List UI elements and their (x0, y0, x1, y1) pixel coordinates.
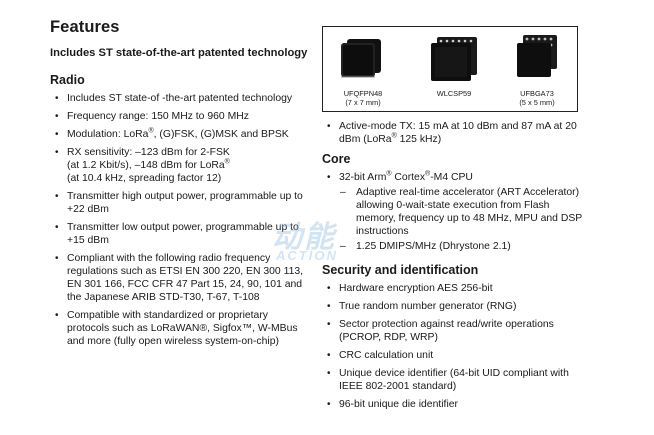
core-list: 32-bit Arm® Cortex®-M4 CPU Adaptive real… (322, 171, 584, 253)
list-item: True random number generator (RNG) (322, 300, 584, 313)
features-title: Features (50, 18, 120, 36)
core-sublist: Adaptive real-time accelerator (ART Acce… (339, 186, 584, 253)
list-item: Includes ST state-of -the-art patented t… (50, 92, 308, 105)
security-title: Security and identification (322, 263, 479, 277)
list-item: RX sensitivity: –123 dBm for 2-FSK (at 1… (50, 146, 308, 185)
list-item: Transmitter low output power, programmab… (50, 221, 308, 247)
left-column: Features Includes ST state-of-the-art pa… (50, 18, 308, 353)
package-wlcsp59: WLCSP59 (419, 31, 489, 98)
right-column: UFQFPN48 (7 x 7 mm) WLCSP59 (322, 26, 584, 416)
package-images: UFQFPN48 (7 x 7 mm) WLCSP59 (322, 26, 578, 112)
radio-list: Includes ST state-of -the-art patented t… (50, 92, 308, 348)
list-item: Modulation: LoRa®, (G)FSK, (G)MSK and BP… (50, 128, 308, 141)
package-ufqfpn48: UFQFPN48 (7 x 7 mm) (333, 31, 393, 107)
list-item: 32-bit Arm® Cortex®-M4 CPU Adaptive real… (322, 171, 584, 253)
core-title: Core (322, 152, 351, 166)
qfn-chip-icon (341, 39, 381, 78)
list-item: Hardware encryption AES 256-bit (322, 282, 584, 295)
radio-title: Radio (50, 73, 85, 87)
list-item: Sector protection against read/write ope… (322, 318, 584, 344)
list-item: CRC calculation unit (322, 349, 584, 362)
list-item: 96-bit unique die identifier (322, 398, 584, 411)
package-ufbga73: UFBGA73 (5 x 5 mm) (507, 31, 567, 107)
wlcsp-chip-icon (431, 37, 477, 81)
list-item: Frequency range: 150 MHz to 960 MHz (50, 110, 308, 123)
bga-chip-icon (517, 35, 557, 77)
list-item: Compatible with standardized or propriet… (50, 309, 308, 348)
list-item: Compliant with the following radio frequ… (50, 252, 308, 304)
list-item: Transmitter high output power, programma… (50, 190, 308, 216)
list-item: Adaptive real-time accelerator (ART Acce… (339, 186, 584, 238)
active-mode-list: Active-mode TX: 15 mA at 10 dBm and 87 m… (322, 120, 584, 146)
list-item: Unique device identifier (64-bit UID com… (322, 367, 584, 393)
list-item: 1.25 DMIPS/MHz (Dhrystone 2.1) (339, 240, 584, 253)
security-list: Hardware encryption AES 256-bit True ran… (322, 282, 584, 411)
features-intro: Includes ST state-of-the-art patented te… (50, 47, 308, 59)
list-item: Active-mode TX: 15 mA at 10 dBm and 87 m… (322, 120, 584, 146)
